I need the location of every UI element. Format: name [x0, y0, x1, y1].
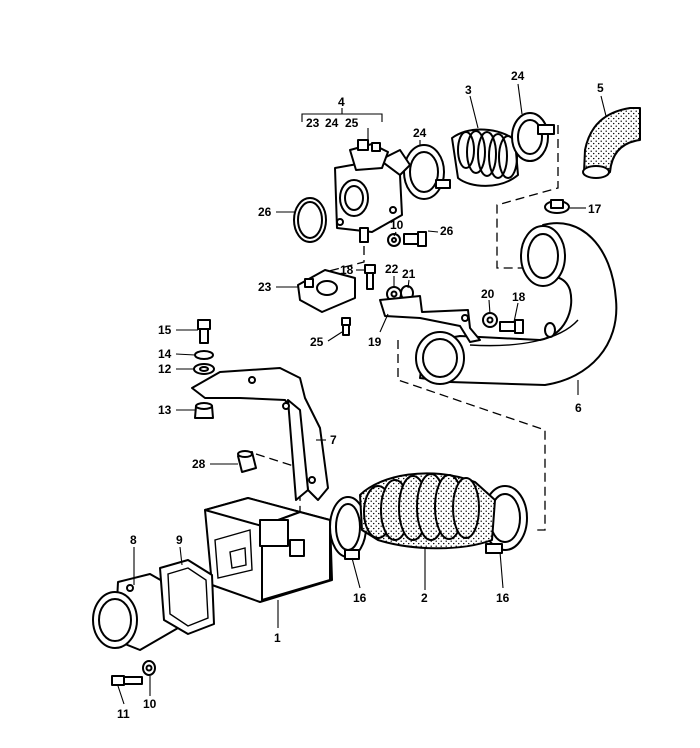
callout-13: 13: [158, 403, 172, 417]
throttle-switch-part-23: [297, 269, 356, 313]
bolt-part-11: [111, 675, 143, 686]
callout-18-top: 18: [340, 263, 354, 277]
callout-20: 20: [481, 287, 495, 301]
clamp-part-24-left: [403, 144, 451, 200]
bolt-part-18-top: [364, 264, 376, 290]
callout-7: 7: [330, 433, 337, 447]
callout-1: 1: [274, 631, 281, 645]
washer-part-20: [482, 312, 498, 328]
callout-11: 11: [117, 707, 130, 721]
callout-14: 14: [158, 347, 172, 361]
callout-12: 12: [158, 362, 172, 376]
callout-16-right: 16: [496, 591, 510, 605]
callout-19: 19: [368, 335, 382, 349]
callout-16-left: 16: [353, 591, 367, 605]
callout-18-right: 18: [512, 290, 526, 304]
callout-25: 25: [310, 335, 324, 349]
bellows-part-2: [359, 472, 496, 550]
clamp-part-24-right: [511, 112, 555, 162]
callout-4-sub-24: 24: [325, 116, 339, 130]
callout-9: 9: [176, 533, 183, 547]
callout-24-left: 24: [413, 126, 427, 140]
callout-15: 15: [158, 323, 172, 337]
callout-5: 5: [597, 81, 604, 95]
bolt-part-18-right: [499, 319, 524, 334]
callout-22: 22: [385, 262, 399, 276]
bellows-part-3: [451, 128, 519, 187]
washer-part-10-bottom: [142, 660, 156, 676]
leader-lines: [117, 83, 607, 705]
callout-2: 2: [421, 591, 428, 605]
intake-pipe-part-6: [415, 222, 618, 386]
callout-8: 8: [130, 533, 137, 547]
callout-23: 23: [258, 280, 272, 294]
callout-4-sub-25: 25: [345, 116, 359, 130]
throttle-body-part-4: [334, 139, 411, 243]
washer-part-14: [194, 350, 214, 360]
washer-part-10: [387, 233, 401, 247]
air-flow-meter-part-1: [204, 497, 333, 603]
callout-10-top: 10: [390, 218, 404, 232]
bolt-part-15: [197, 319, 211, 344]
callout-3: 3: [465, 83, 472, 97]
bushing-part-28: [237, 450, 257, 473]
grommet-part-12: [193, 363, 215, 375]
callout-28: 28: [192, 457, 206, 471]
callout-24-right: 24: [511, 69, 525, 83]
callout-10-bottom: 10: [143, 697, 157, 711]
gasket-plate-part-9: [159, 559, 215, 635]
callout-26-gasket: 26: [258, 205, 272, 219]
support-bracket-part-7: [191, 367, 329, 501]
callout-26-bolt: 26: [440, 224, 454, 238]
hose-part-5: [582, 107, 641, 179]
bolt-part-25: [341, 317, 351, 336]
gasket-part-26: [293, 197, 327, 243]
callout-21: 21: [402, 267, 416, 281]
nut-part-13: [194, 402, 214, 419]
callout-4: 4: [338, 95, 345, 109]
bracket-part-19: [379, 295, 481, 343]
bolt-part-26: [403, 231, 427, 247]
callout-6: 6: [575, 401, 582, 415]
clamp-part-16-left: [329, 496, 367, 560]
callout-17: 17: [588, 202, 602, 216]
clamp-part-17: [544, 199, 570, 214]
callouts: 4 23 24 25 3 24 24 5 26 10 26 17 18 22 2…: [117, 69, 604, 721]
callout-4-sub-23: 23: [306, 116, 320, 130]
